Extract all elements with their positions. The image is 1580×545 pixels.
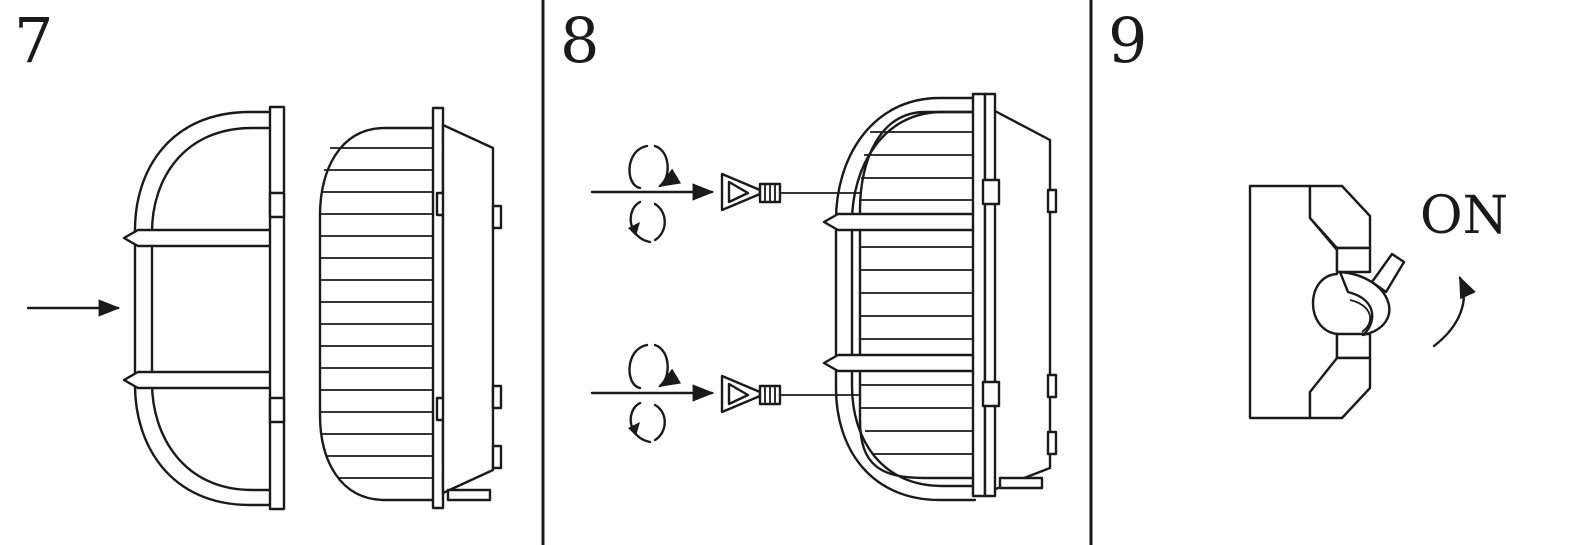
lamp-body-icon bbox=[858, 108, 1058, 492]
panel-step-8: 8 bbox=[560, 4, 1058, 502]
panel-step-9: 9 ON bbox=[1108, 4, 1508, 420]
rotate-arrow-icon bbox=[1432, 276, 1476, 348]
lamp-cage-icon bbox=[122, 105, 286, 511]
rotate-cw-icon bbox=[628, 343, 682, 444]
step-number: 8 bbox=[560, 4, 599, 77]
panel-step-7: 7 bbox=[14, 4, 503, 511]
step-number: 9 bbox=[1108, 4, 1147, 77]
step-number: 7 bbox=[14, 4, 53, 77]
switch-icon bbox=[1248, 184, 1406, 420]
lamp-body-icon bbox=[318, 106, 503, 510]
on-label: ON bbox=[1420, 186, 1508, 246]
rotate-cw-icon bbox=[628, 144, 682, 244]
lamp-cage-icon bbox=[822, 92, 1001, 502]
